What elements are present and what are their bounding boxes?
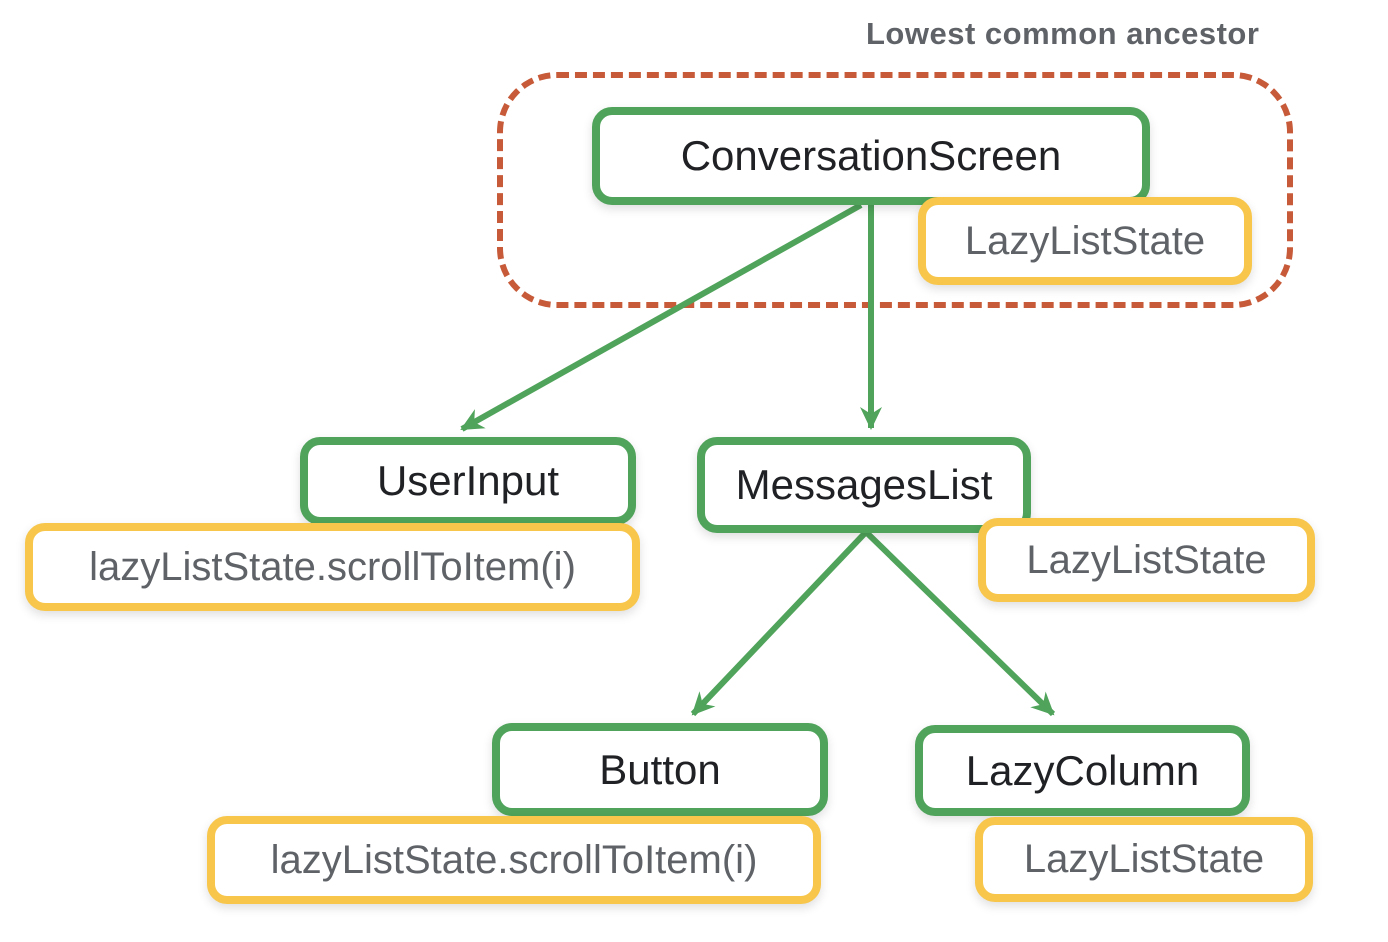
- node-user-input: UserInput: [300, 437, 636, 525]
- edge-messageslist-button: [690, 529, 869, 717]
- lowest-common-ancestor-label: Lowest common ancestor: [866, 16, 1260, 51]
- state-label-conversation-screen: LazyListState: [918, 197, 1252, 285]
- node-messages-list: MessagesList: [697, 437, 1031, 533]
- state-label-button: lazyListState.scrollToItem(i): [207, 816, 821, 904]
- lowest-common-ancestor-outline: [497, 72, 1293, 308]
- state-label-lazy-column: LazyListState: [975, 817, 1313, 902]
- state-label-messages-list: LazyListState: [978, 518, 1315, 602]
- node-lazy-column: LazyColumn: [915, 725, 1250, 816]
- node-button: Button: [492, 723, 828, 816]
- state-label-user-input: lazyListState.scrollToItem(i): [25, 523, 640, 611]
- node-conversation-screen: ConversationScreen: [592, 107, 1150, 205]
